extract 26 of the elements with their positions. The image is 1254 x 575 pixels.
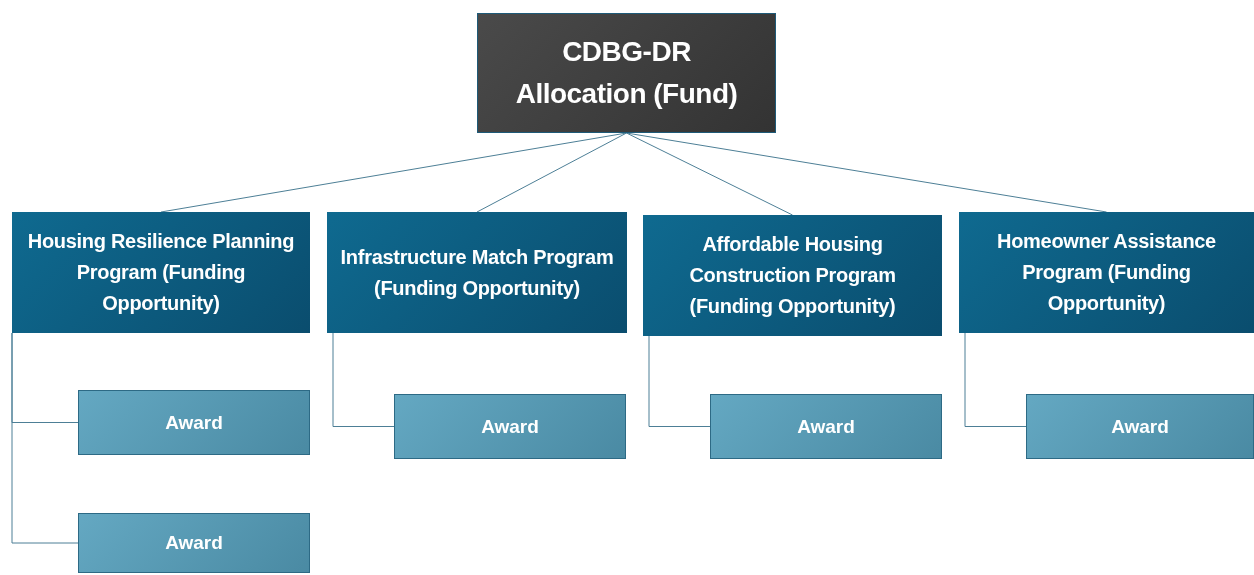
node-label: Homeowner Assistance Program (Funding Opportunity): [996, 229, 1217, 316]
award-box: [710, 394, 942, 459]
node-label: Award: [165, 411, 223, 434]
node-label: Award: [1111, 415, 1169, 438]
award-box: [78, 390, 310, 455]
connector-line: [332, 332, 395, 427]
award-box: [394, 394, 626, 459]
program-box: [959, 212, 1254, 333]
connector-line: [476, 132, 627, 213]
connector-line: [964, 332, 1027, 427]
node-label: Award: [797, 415, 855, 438]
node-label: Infrastructure Match Program (Funding Opportunity): [339, 244, 615, 301]
connector-line: [648, 335, 711, 427]
award-box: [1026, 394, 1254, 459]
fund-box: [477, 13, 776, 133]
node-label: CDBG-DR Allocation (Fund): [514, 35, 739, 111]
node-label: Award: [481, 415, 539, 438]
connector-line: [11, 332, 79, 544]
connector-line: [626, 132, 793, 216]
program-box: [643, 215, 942, 336]
award-box: [78, 513, 310, 573]
node-label: Affordable Housing Construction Program (Funding Opportunity): [688, 232, 897, 319]
node-label: Award: [165, 532, 223, 554]
program-box: [327, 212, 627, 333]
program-box: [12, 212, 310, 333]
node-label: Housing Resilience Planning Program (Funding Opportunity): [26, 229, 296, 316]
